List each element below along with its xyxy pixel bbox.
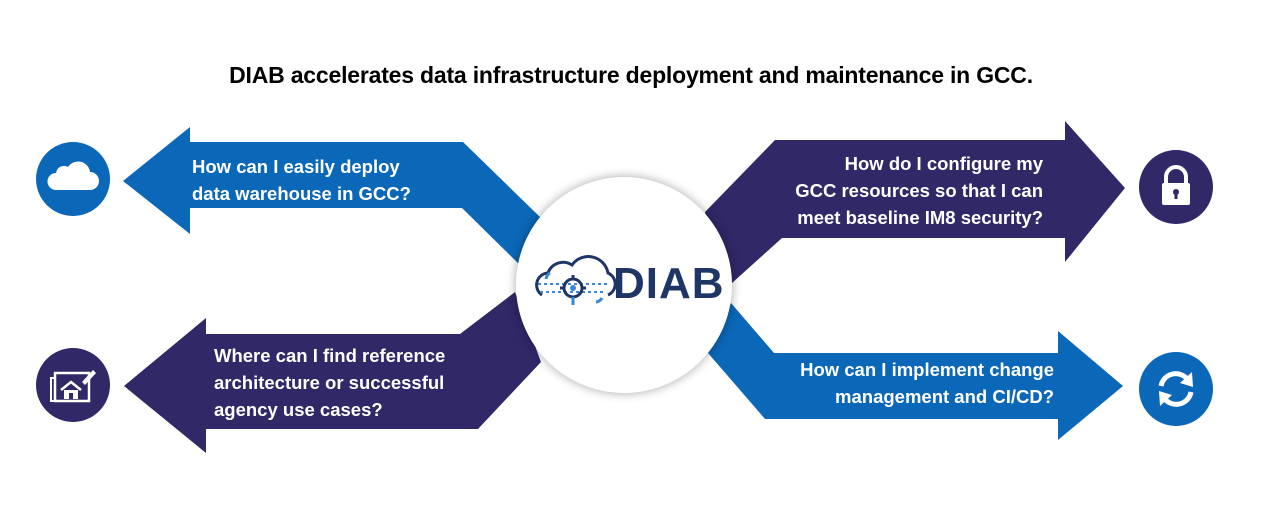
question-reference-architecture: Where can I find reference architecture … xyxy=(214,345,446,420)
question-deploy-warehouse: How can I easily deploy data warehouse i… xyxy=(192,156,411,204)
question-change-management: How can I implement change management an… xyxy=(800,359,1054,407)
architecture-plan-icon xyxy=(36,348,110,422)
arrow-bottom-left xyxy=(124,292,541,453)
cloud-gear-icon xyxy=(535,255,617,305)
question-configure-security: How do I configure my GCC resources so t… xyxy=(795,153,1043,228)
arrow-top-left xyxy=(123,127,540,273)
cloud-icon xyxy=(36,142,110,216)
diab-hub: DIAB xyxy=(516,177,732,393)
arrow-top-right xyxy=(705,121,1125,292)
diagram-title: DIAB accelerates data infrastructure dep… xyxy=(229,62,1033,88)
arrow-bottom-right xyxy=(708,303,1123,440)
padlock-icon xyxy=(1139,150,1213,224)
hub-label: DIAB xyxy=(613,259,725,308)
refresh-icon xyxy=(1139,352,1213,426)
